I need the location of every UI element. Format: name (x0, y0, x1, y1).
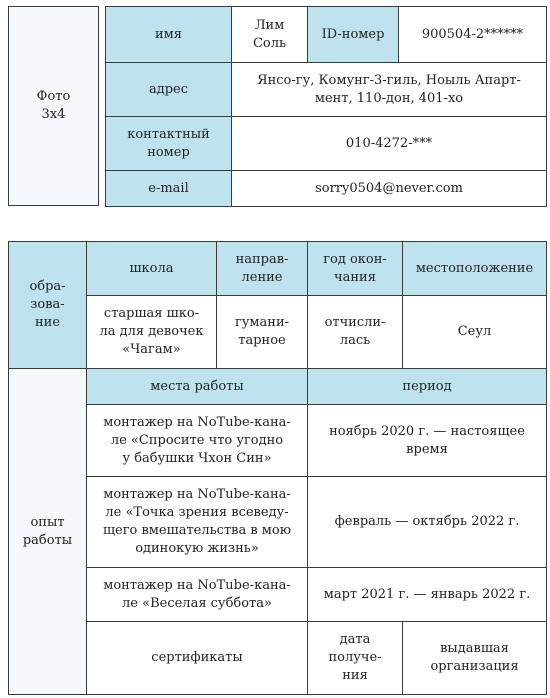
job-period: март 2021 г. — январь 2022 г. (307, 567, 547, 622)
name-value: Лим Соль (231, 6, 308, 63)
job-period: ноябрь 2020 г. — настоящее время (307, 404, 547, 477)
col-org: выдавшая организация (402, 621, 547, 695)
job-period: февраль — октябрь 2022 г. (307, 476, 547, 568)
personal-info-table: имя Лим Соль ID-номер 900504-2****** адр… (105, 6, 547, 207)
id-value: 900504-2****** (398, 6, 547, 63)
col-certificates: сертификаты (86, 621, 308, 695)
col-school: школа (86, 241, 217, 296)
job-place: монтажер на NoTube-кана- ле «Спросите чт… (86, 404, 308, 477)
email-label: e-mail (105, 170, 232, 207)
location-value: Сеул (402, 295, 547, 369)
work-section-label: опыт работы (8, 368, 87, 695)
job-place: монтажер на NoTube-кана- ле «Веселая суб… (86, 567, 308, 622)
address-value: Янсо-гу, Комунг-3-гиль, Ноыль Апарт- мен… (231, 62, 547, 117)
resume-table: обра- зова- ние школа направ- ление год … (8, 241, 547, 695)
col-place: места работы (86, 368, 308, 405)
col-date: дата получе- ния (307, 621, 403, 695)
phone-value: 010-4272-*** (231, 116, 547, 171)
address-label: адрес (105, 62, 232, 117)
education-section-label: обра- зова- ние (8, 241, 87, 369)
photo-placeholder: Фото 3x4 (8, 6, 99, 206)
col-location: местоположение (402, 241, 547, 296)
phone-label: контактный номер (105, 116, 232, 171)
job-place: монтажер на NoTube-кана- ле «Точка зрени… (86, 476, 308, 568)
col-period: период (307, 368, 547, 405)
direction-value: гумани- тарное (216, 295, 308, 369)
col-year: год окон- чания (307, 241, 403, 296)
school-value: старшая шко- ла для девочек «Чагам» (86, 295, 217, 369)
id-label: ID-номер (307, 6, 399, 63)
col-direction: направ- ление (216, 241, 308, 296)
name-label: имя (105, 6, 232, 63)
year-value: отчисли- лась (307, 295, 403, 369)
email-value: sorry0504@never.com (231, 170, 547, 207)
